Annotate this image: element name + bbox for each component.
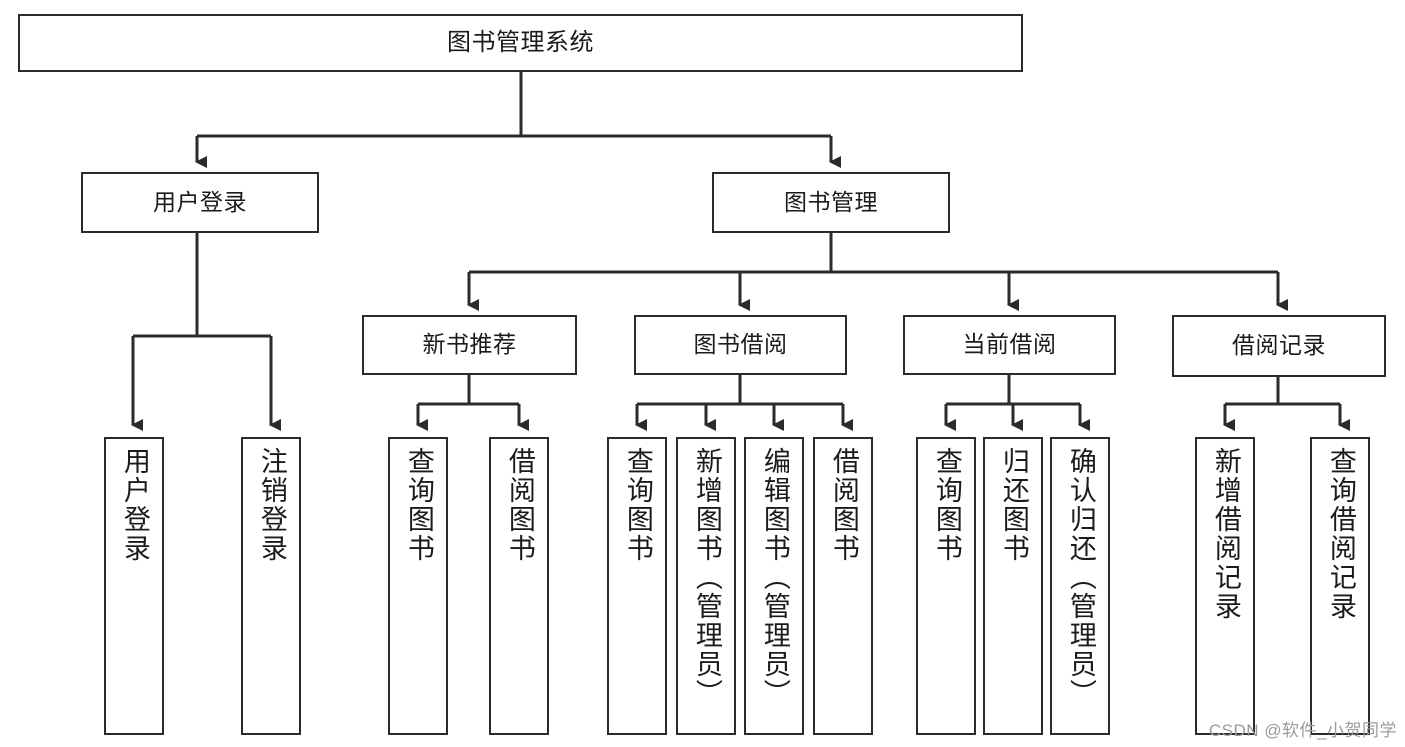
node-leaf-edit-book-admin-label: 编辑图书（管理员） [759,447,790,708]
node-leaf-add-book-admin-label: 新增图书（管理员） [691,447,722,708]
node-leaf-add-borrow-record-label: 新增借阅记录 [1210,447,1241,621]
node-leaf-return-book-label: 归还图书 [998,447,1029,563]
node-book-borrow-label: 图书借阅 [693,331,788,358]
node-root[interactable]: 图书管理系统 [18,14,1023,72]
node-leaf-query-book-rec[interactable]: 查询图书 [388,437,448,735]
node-leaf-logout-login-label: 注销登录 [256,447,287,563]
node-book-borrow[interactable]: 图书借阅 [634,315,847,375]
node-leaf-borrow-book-rec[interactable]: 借阅图书 [489,437,549,735]
node-leaf-query-book-borrow[interactable]: 查询图书 [607,437,667,735]
node-leaf-edit-book-admin[interactable]: 编辑图书（管理员） [744,437,804,735]
node-current-borrow[interactable]: 当前借阅 [903,315,1116,375]
node-current-borrow-label: 当前借阅 [962,331,1057,358]
node-leaf-add-book-admin[interactable]: 新增图书（管理员） [676,437,736,735]
node-borrow-record[interactable]: 借阅记录 [1172,315,1386,377]
node-leaf-query-borrow-record-label: 查询借阅记录 [1325,447,1356,621]
node-book-manage[interactable]: 图书管理 [712,172,950,233]
node-leaf-borrow-book-rec-label: 借阅图书 [504,447,535,563]
node-leaf-user-login-label: 用户登录 [119,447,150,563]
node-user-login-label: 用户登录 [153,188,247,215]
node-leaf-query-book-borrow-label: 查询图书 [622,447,653,563]
node-leaf-borrow-book[interactable]: 借阅图书 [813,437,873,735]
node-leaf-query-book-cur[interactable]: 查询图书 [916,437,976,735]
node-leaf-borrow-book-label: 借阅图书 [828,447,859,563]
node-leaf-query-borrow-record[interactable]: 查询借阅记录 [1310,437,1370,735]
node-book-manage-label: 图书管理 [784,188,878,215]
node-borrow-record-label: 借阅记录 [1232,332,1326,359]
node-leaf-add-borrow-record[interactable]: 新增借阅记录 [1195,437,1255,735]
node-leaf-logout-login[interactable]: 注销登录 [241,437,301,735]
node-root-label: 图书管理系统 [447,28,594,56]
node-leaf-user-login[interactable]: 用户登录 [104,437,164,735]
node-leaf-confirm-return-admin-label: 确认归还（管理员） [1065,447,1096,708]
node-new-book-recommend[interactable]: 新书推荐 [362,315,577,375]
node-leaf-return-book[interactable]: 归还图书 [983,437,1043,735]
node-leaf-query-book-rec-label: 查询图书 [403,447,434,563]
node-user-login[interactable]: 用户登录 [81,172,319,233]
node-leaf-query-book-cur-label: 查询图书 [931,447,962,563]
node-new-book-recommend-label: 新书推荐 [422,331,517,358]
node-leaf-confirm-return-admin[interactable]: 确认归还（管理员） [1050,437,1110,735]
